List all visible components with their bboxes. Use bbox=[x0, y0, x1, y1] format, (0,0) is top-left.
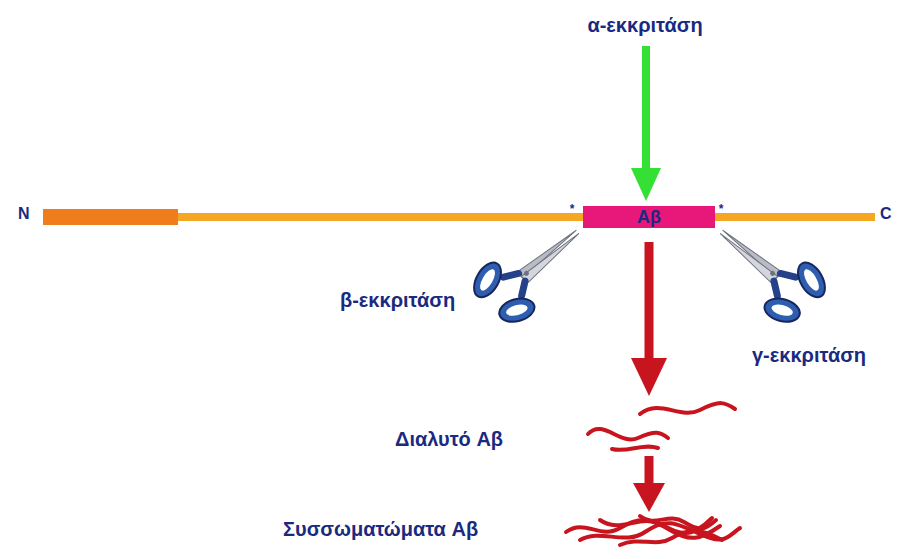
enzyme-label: β-εκκριτάση bbox=[340, 289, 455, 311]
app-domain bbox=[43, 209, 178, 225]
beta-scissors bbox=[460, 203, 602, 340]
state-label: Συσσωματώματα Aβ bbox=[283, 518, 478, 540]
amyloid-segment: Aβ bbox=[583, 206, 715, 228]
terminus-label: N bbox=[18, 205, 30, 223]
cleavage-mark: * bbox=[570, 202, 575, 216]
terminus-label: C bbox=[880, 205, 892, 223]
red-arrow bbox=[633, 456, 665, 512]
enzyme-label: α-εκκριτάση bbox=[587, 14, 702, 36]
enzyme-label: γ-εκκριτάση bbox=[752, 344, 866, 366]
soluble-peptides bbox=[588, 403, 735, 450]
aggregates bbox=[566, 516, 740, 545]
alpha-arrow bbox=[631, 46, 661, 201]
cleavage-mark: * bbox=[719, 202, 724, 216]
state-label: Διαλυτό Aβ bbox=[395, 428, 503, 450]
node-label: Aβ bbox=[637, 207, 661, 227]
app-chain bbox=[178, 213, 875, 221]
gamma-scissors bbox=[697, 203, 839, 340]
red-arrow bbox=[631, 242, 667, 396]
